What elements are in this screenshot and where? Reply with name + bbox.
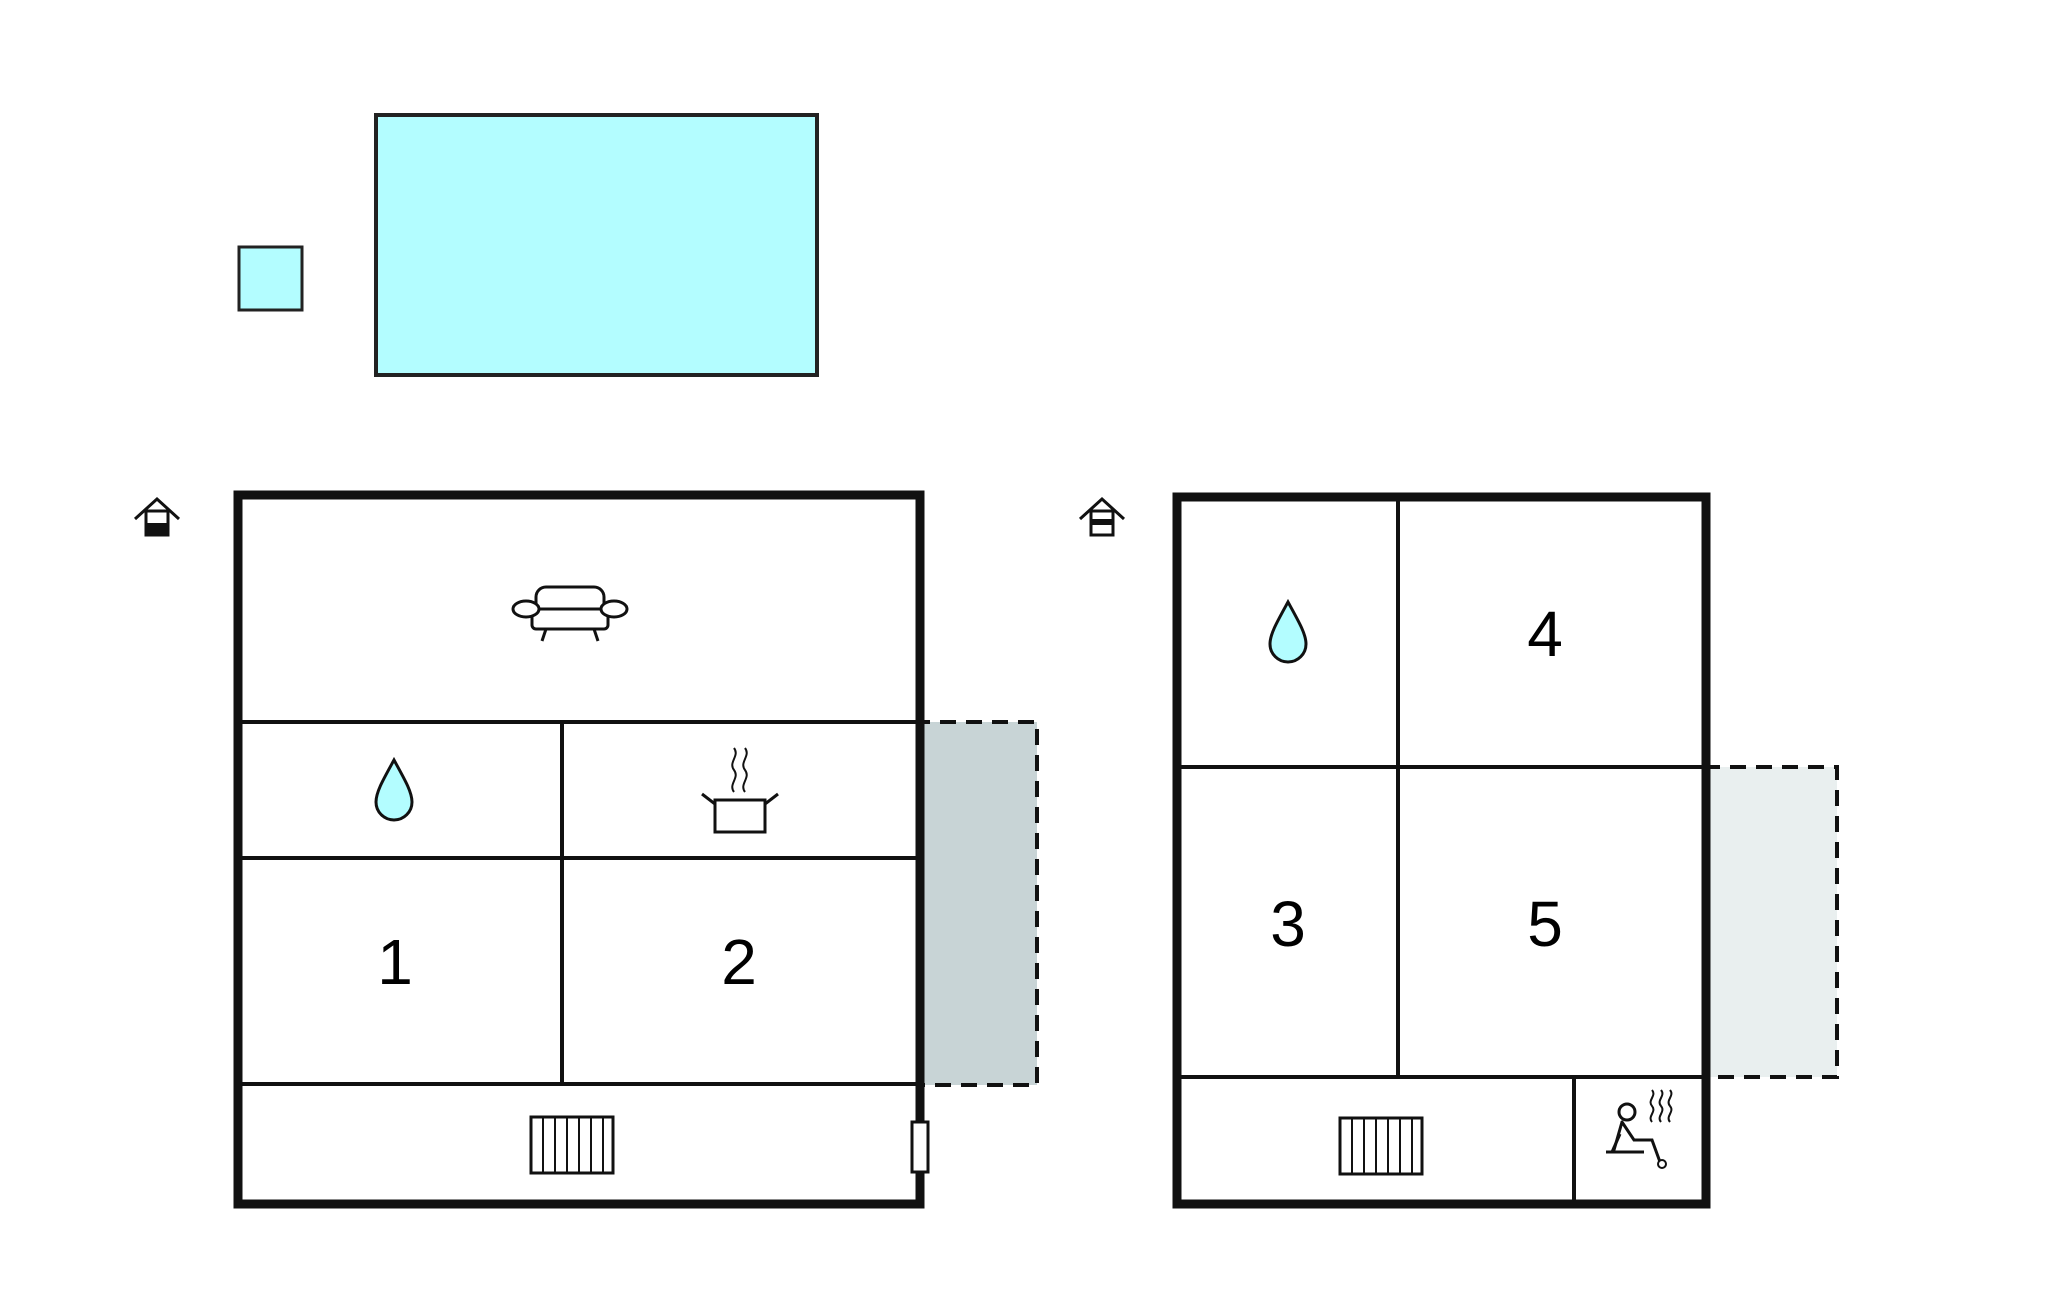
sauna-icon [1606,1089,1673,1169]
door [910,1120,930,1174]
room-label-2: 2 [721,926,757,998]
room-label-1: 1 [377,926,413,998]
room-label-4: 4 [1527,598,1563,670]
ground-floor: 1 2 [133,490,1039,1209]
upper-floor: 4 3 5 [1078,492,1839,1209]
cooking-pot-icon [701,747,779,834]
large-pool [374,113,819,377]
room-label-3: 3 [1270,888,1306,960]
room-label-5: 5 [1527,888,1563,960]
small-pool [237,245,304,312]
water-drop-icon [1268,598,1308,664]
terrace [1702,765,1839,1079]
covered-terrace [912,720,1039,1087]
water-drop-icon [374,756,414,822]
upper-floor-outer-wall [1172,492,1711,1209]
house-entrance-icon [133,496,181,537]
house-entrance-icon [1078,496,1126,537]
radiator-icon [529,1115,615,1175]
radiator-icon [1338,1116,1424,1176]
sofa-icon [511,585,629,642]
